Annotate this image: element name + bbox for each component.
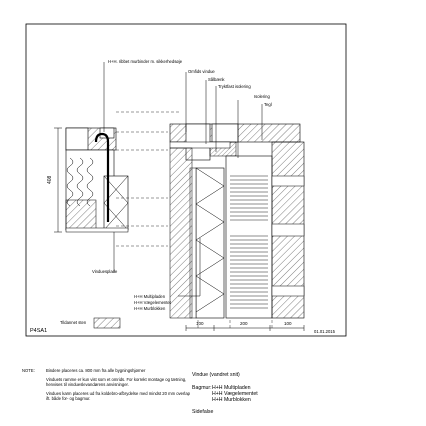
drawing-date: 01.01.2015 [314, 329, 336, 334]
bagmur-item-2: H+H Vægelementet [212, 391, 258, 397]
callout-product3: H+H Murblokken [134, 306, 166, 311]
sill [169, 141, 231, 149]
callout-tegl: Tegl [264, 102, 272, 107]
brick-joint-2 [271, 223, 305, 237]
bottom-dim-2: 200 [240, 321, 248, 326]
drawing-frame [25, 23, 347, 337]
notes-block: NOTE: Bindere placeres ca. 800 mm fra al… [22, 368, 192, 405]
legend-title: Vindue (vandret snit) [192, 372, 240, 378]
bottom-dimension [185, 325, 305, 331]
note-line-2: Vinduets ramme er kun vist som et omrids… [46, 377, 187, 387]
callout-vinduesplade: Vinduesplade [92, 269, 118, 274]
bagmur-item-1: H+H Multipladen [212, 385, 251, 391]
note-line-3: Vindues karm placeres ud fra koldebro-af… [46, 391, 190, 401]
brick-joint-1 [271, 175, 305, 187]
guide-lines [116, 111, 273, 330]
left-brick-stub [169, 147, 193, 319]
left-wall-section [65, 127, 129, 233]
callout-omfids-vindue: Omfids vindue [188, 69, 215, 74]
insulation-wave-2 [76, 157, 84, 207]
tildannet-sten-swatch [93, 317, 121, 329]
callout-product2: H+H Vægelementet [134, 300, 172, 305]
legend-block: Vindue (vandret snit) Bagmur: H+H Multip… [192, 372, 312, 415]
bracing-lines [103, 175, 129, 231]
tegl-insulation [225, 155, 273, 319]
callout-tryktfast: Tryktfast isolering [218, 84, 251, 89]
insulation-wave-3 [86, 157, 94, 207]
vertical-dim-text: 408 [47, 175, 53, 184]
callout-salbaenk: Sålbænk [208, 77, 225, 82]
right-wall-section [169, 123, 305, 319]
drawing-code: P4SA1 [30, 328, 47, 334]
lower-plate [65, 227, 129, 233]
callout-isolering: Isolering [254, 94, 270, 99]
upper-block-white [65, 127, 89, 151]
bagmur-item-3: H+H Murblokken [212, 397, 251, 403]
bagmur-label: Bagmur: [192, 385, 212, 391]
tegl-rows [230, 175, 268, 309]
sidefalse-label: Sidefalse [192, 409, 214, 415]
note-line-1: Bindere placeres ca. 800 mm fra alle byg… [46, 368, 146, 373]
wall-tie [94, 132, 110, 222]
notes-label: NOTE: [22, 368, 35, 373]
vertical-dimension [54, 127, 62, 233]
tildannet-sten-label: Tildannet sten [60, 320, 87, 325]
leader-lines [103, 62, 263, 297]
bottom-dim-1: 100 [196, 321, 204, 326]
callout-murbinder: H+H. ribbet murbinder m. sikkerhedsøje [108, 59, 183, 64]
bottom-dim-3: 100 [284, 321, 292, 326]
callout-product1: H+H Multipladen [134, 294, 166, 299]
left-lower-hatch [65, 199, 97, 231]
insulation-wave [66, 157, 74, 207]
brick-joint-3 [271, 285, 305, 297]
